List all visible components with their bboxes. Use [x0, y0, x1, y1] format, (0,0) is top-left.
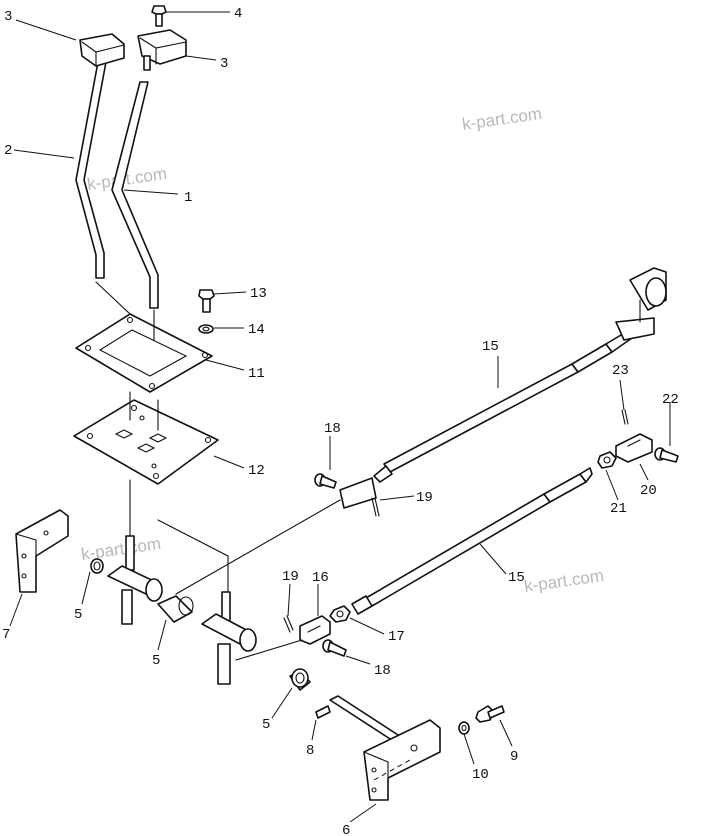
cover-plate	[75, 313, 213, 393]
callout-23: 23	[612, 363, 629, 379]
cotter-pin-19-upper	[371, 497, 380, 517]
bracket-7	[15, 509, 69, 593]
callout-11: 11	[248, 366, 265, 382]
cotter-pin-23	[621, 409, 629, 425]
callout-17: 17	[388, 629, 405, 645]
callout-4: 4	[234, 6, 242, 22]
callout-1: 1	[184, 190, 192, 206]
callout-2: 2	[4, 143, 12, 159]
bushing-5c	[289, 668, 311, 691]
yoke-16	[299, 615, 331, 645]
pin-8	[315, 705, 331, 719]
callout-21: 21	[610, 501, 627, 517]
callout-3-left: 3	[4, 9, 12, 25]
callout-6: 6	[342, 823, 350, 836]
watermark-3: k-part.com	[80, 534, 162, 564]
callout-15-upper: 15	[482, 339, 499, 355]
callout-18-lower: 18	[374, 663, 391, 679]
callout-14: 14	[248, 322, 265, 338]
callout-22: 22	[662, 392, 679, 408]
lever-left	[75, 33, 125, 279]
cotter-pin-19-lower	[283, 615, 294, 633]
callout-12: 12	[248, 463, 265, 479]
nut-21	[597, 451, 617, 469]
callout-18-upper: 18	[324, 421, 341, 437]
pin-18-lower	[322, 639, 347, 657]
shaft-left	[107, 535, 163, 625]
callout-16: 16	[312, 570, 329, 586]
bolt-9	[475, 705, 505, 723]
callout-19-lower: 19	[282, 569, 299, 585]
callout-5-middle: 5	[152, 653, 160, 669]
rod-15-upper	[339, 267, 667, 509]
base-plate	[73, 399, 219, 485]
nut-17	[329, 605, 351, 623]
yoke-20	[615, 433, 653, 463]
bushing-5b	[157, 595, 194, 623]
callout-5-lower: 5	[262, 717, 270, 733]
callout-13: 13	[250, 286, 267, 302]
watermark-4: k-part.com	[523, 566, 605, 596]
pin-18-upper	[314, 473, 337, 489]
callout-9: 9	[510, 749, 518, 765]
bolt-13	[198, 289, 215, 313]
bolt-4	[151, 5, 167, 27]
shaft-right	[201, 591, 257, 685]
pin-22	[654, 447, 679, 463]
callout-3-right: 3	[220, 56, 228, 72]
callout-15-lower: 15	[508, 570, 525, 586]
lever-right	[111, 29, 187, 309]
callout-5-left: 5	[74, 607, 82, 623]
rod-15-lower	[351, 467, 593, 615]
bracket-6	[329, 695, 441, 801]
watermark-1: k-part.com	[461, 104, 543, 134]
callout-20: 20	[640, 483, 657, 499]
callout-8: 8	[306, 743, 314, 759]
callout-10: 10	[472, 767, 489, 783]
callout-7: 7	[2, 627, 10, 643]
callout-19-upper: 19	[416, 490, 433, 506]
bushing-5a	[90, 558, 104, 574]
washer-14	[198, 324, 214, 334]
washer-10	[458, 721, 470, 735]
